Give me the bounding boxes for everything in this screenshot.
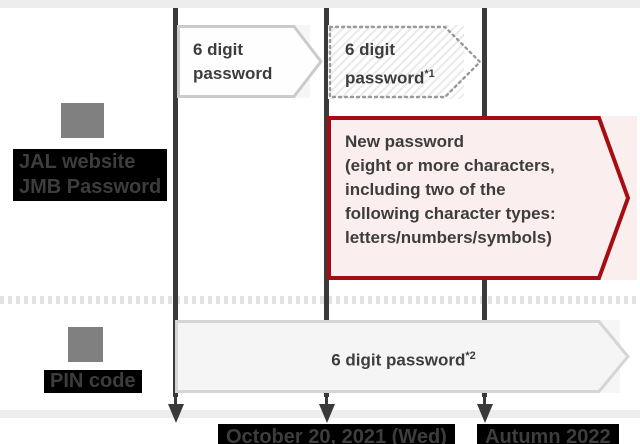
arrow-web-new-password-label: New password (eight or more characters, …: [345, 132, 556, 247]
arrow-web-old-password-label: 6 digit password: [193, 40, 273, 83]
pin-code-image-placeholder-icon: [68, 327, 103, 362]
milestone-date-oct-2021: October 20, 2021 (Wed): [218, 424, 455, 444]
down-arrow-icon: [167, 404, 184, 423]
milestone-line-start: [173, 8, 178, 397]
arrow-text: 6 digit password: [331, 350, 466, 370]
arrow-web-old-password: 6 digit password: [177, 25, 323, 98]
arrow-web-transition-password-label: 6 digit password*1: [328, 25, 484, 91]
row-label-pin-code: PIN code: [44, 370, 142, 393]
arrow-pin-password-label: 6 digit password*2: [175, 320, 632, 373]
jal-website-image-placeholder-icon: [61, 103, 104, 138]
down-arrow-icon: [318, 404, 335, 423]
footnote-marker: *2: [465, 350, 476, 362]
chevron-arrow-shape: [175, 320, 630, 393]
dotted-chevron-arrow-shape: [328, 25, 482, 99]
milestone-line-oct-2021: [324, 8, 329, 397]
milestone-date-autumn-2022: Autumn 2022: [477, 424, 619, 444]
milestone-arrow-stem: [174, 396, 177, 406]
arrow-text: 6 digit password: [345, 40, 425, 88]
row-separator-dashed-line: [0, 296, 640, 304]
milestone-arrow-stem: [483, 396, 486, 406]
red-chevron-arrow-shape: [327, 116, 631, 280]
milestone-arrow-stem: [325, 396, 328, 406]
arrow-pin-password: 6 digit password*2: [175, 320, 632, 393]
top-bar: [0, 0, 640, 8]
down-arrow-icon: [476, 404, 493, 423]
arrow-web-transition-password: 6 digit password*1: [328, 25, 484, 99]
arrow-web-new-password: New password (eight or more characters, …: [327, 116, 637, 280]
footnote-marker: *1: [424, 68, 435, 80]
hatched-backing: [328, 25, 464, 99]
row-label-jal-website-jmb-password: JAL website JMB Password: [13, 149, 168, 201]
chevron-arrow-shape: [177, 25, 323, 98]
